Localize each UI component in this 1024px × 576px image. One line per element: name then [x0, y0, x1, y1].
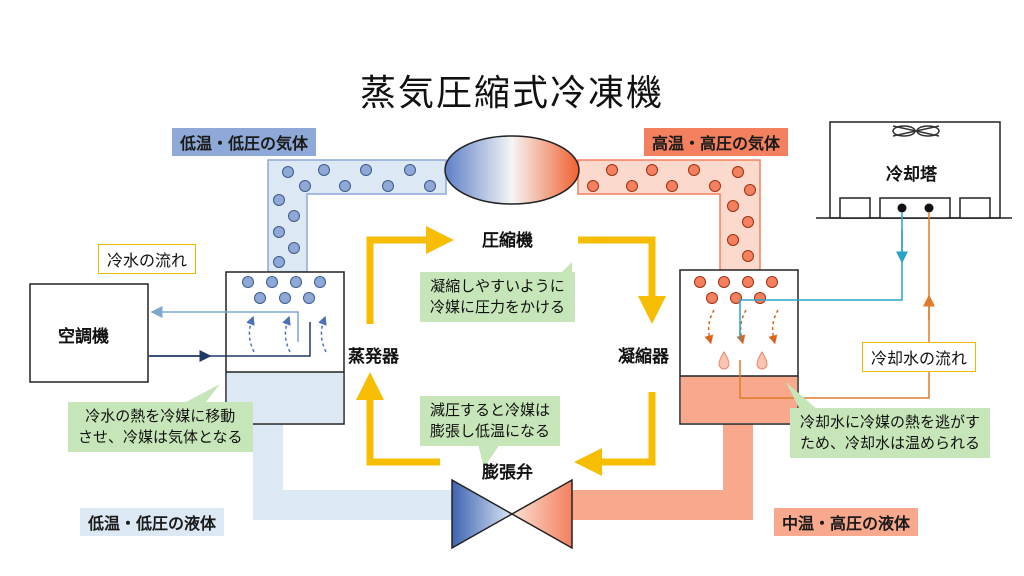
valve-note: 減圧すると冷媒は 膨張し低温になる [420, 396, 561, 446]
high-gas-label: 高温・高圧の気体 [644, 128, 789, 156]
condenser-note: 冷却水に冷媒の熱を逃がす ため、冷却水は温められる [790, 408, 991, 458]
condenser-note-pointer [786, 382, 818, 410]
hot-gas-particles [587, 164, 756, 262]
condensate-drops [718, 351, 768, 370]
evaporator-note-pointer [186, 384, 220, 402]
cooling-water-flow-label: 冷却水の流れ [862, 342, 977, 372]
cold-gas-particles [273, 164, 436, 268]
mid-liquid-pipe [560, 424, 753, 520]
air-conditioner-shape [29, 283, 149, 383]
fan-icon [892, 125, 940, 137]
low-liquid-pipe [253, 424, 460, 520]
page-title: 蒸気圧縮式冷凍機 [359, 73, 664, 114]
low-gas-label: 低温・低圧の気体 [172, 128, 317, 156]
condenser-liquid [680, 376, 798, 423]
cooling-tower-label: 冷却塔 [886, 165, 937, 185]
refrigerant-flow-arrows [356, 226, 666, 476]
evaporator-note: 冷水の熱を冷媒に移動 させ、冷媒は気体となる [68, 402, 253, 452]
mid-liquid-label: 中温・高圧の液体 [774, 508, 919, 536]
expansion-valve-label: 膨張弁 [482, 463, 533, 483]
chilled-water-flow-label: 冷水の流れ [98, 244, 197, 274]
evaporator-rising-arrows [246, 315, 327, 353]
chilled-water-return-line [150, 306, 299, 342]
evaporator-gas-particles [242, 276, 326, 304]
compressor-label: 圧縮機 [482, 231, 533, 251]
condenser-label: 凝縮器 [618, 347, 669, 367]
compressor-note: 凝縮しやすいように 冷媒に圧力をかける [420, 272, 576, 322]
evaporator-label: 蒸発器 [348, 347, 399, 367]
expansion-valve-right [510, 478, 573, 550]
compressor-shape [444, 135, 580, 205]
expansion-valve-left [451, 478, 514, 550]
air-conditioner-label: 空調機 [58, 327, 109, 347]
valve-note-pointer [478, 444, 500, 468]
condenser-gas-particles [694, 276, 778, 304]
condenser-falling-arrows [704, 309, 779, 345]
low-liquid-label: 低温・低圧の液体 [80, 508, 225, 536]
high-gas-pipe [577, 159, 761, 273]
